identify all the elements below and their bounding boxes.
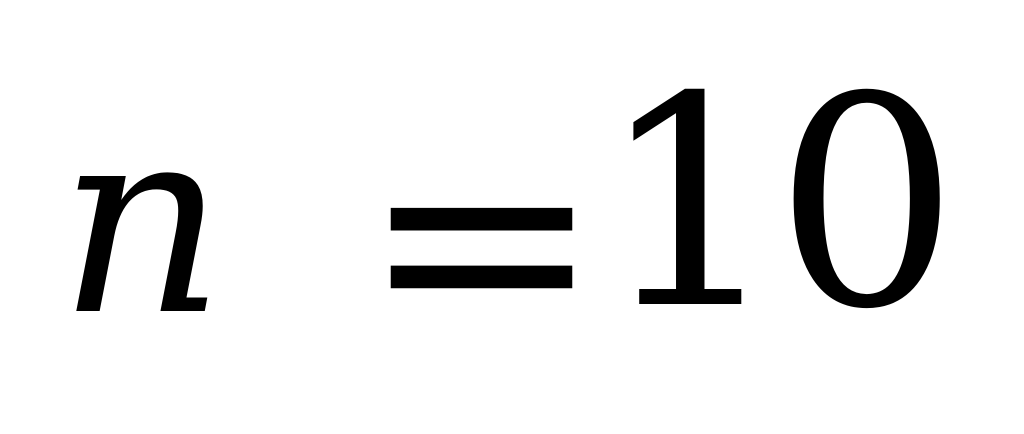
equals-sign: = (360, 71, 603, 408)
variable-n: n (58, 71, 226, 373)
value-number: 10 (598, 36, 959, 373)
